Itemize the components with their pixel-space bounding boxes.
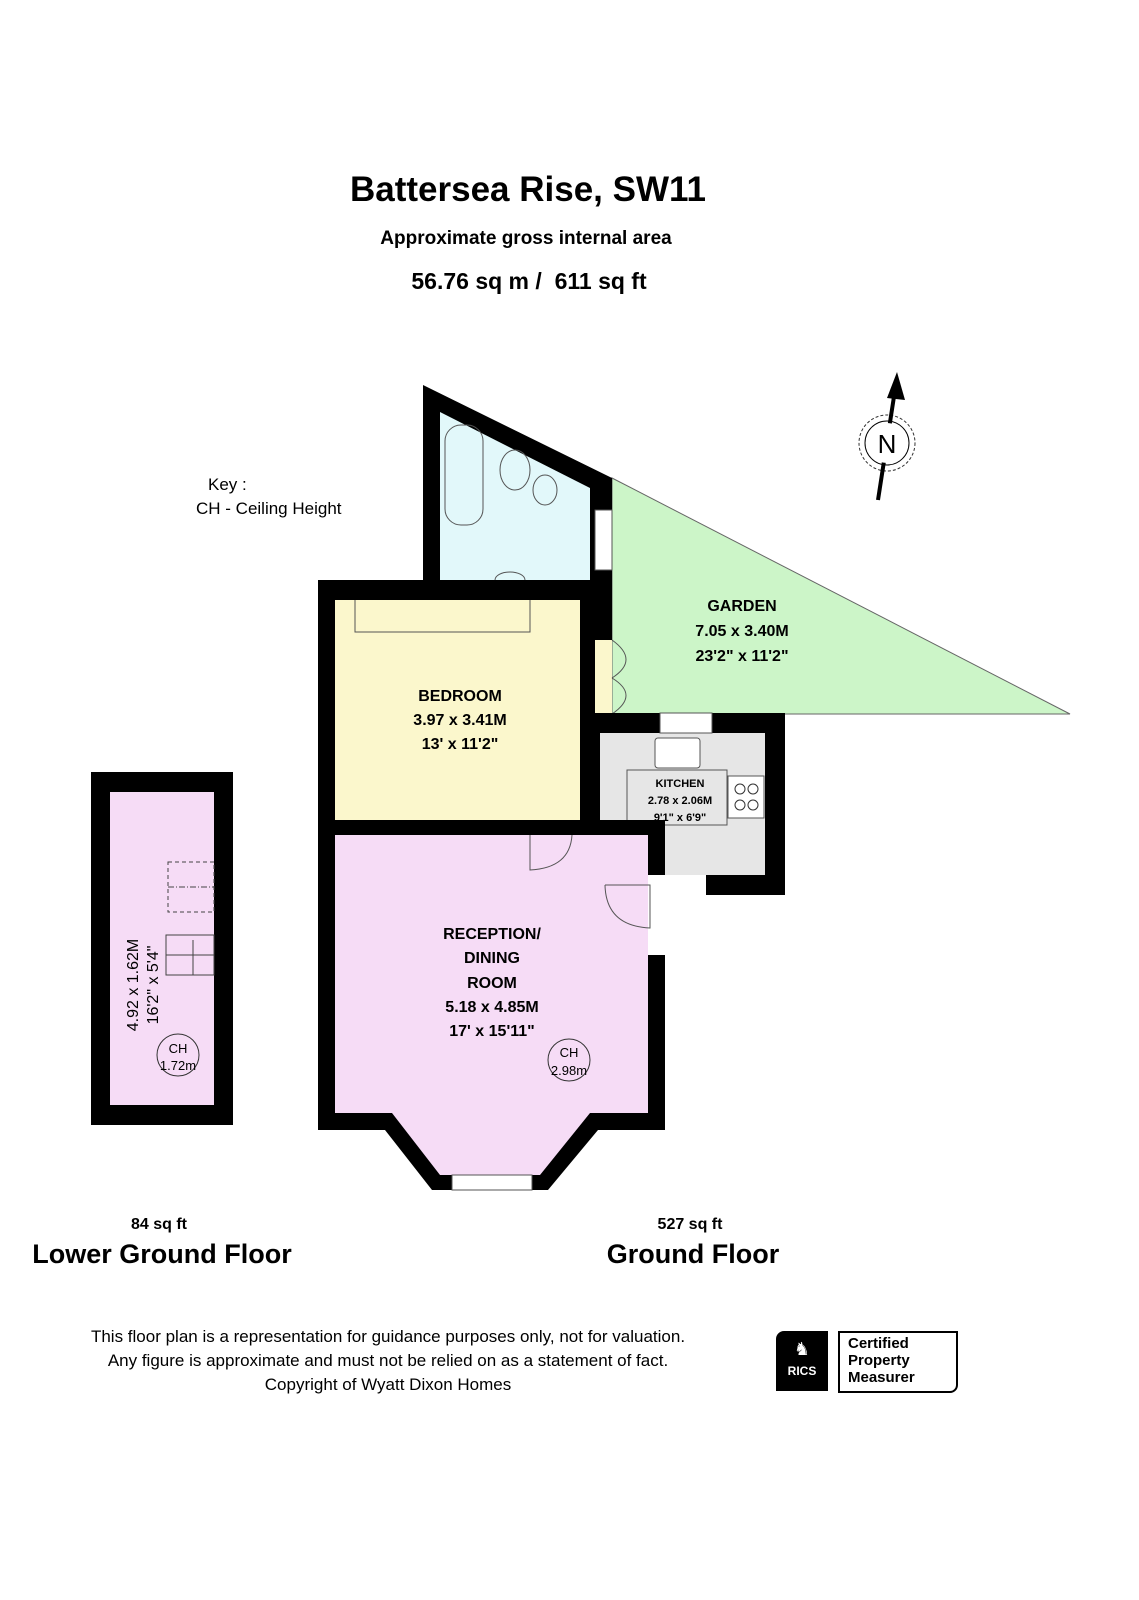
svg-text:2.78 x 2.06M: 2.78 x 2.06M (648, 795, 712, 807)
disclaimer-line: Any figure is approximate and must not b… (107, 1351, 669, 1370)
bedroom (335, 600, 580, 820)
key-entry: CH - Ceiling Height (196, 499, 342, 518)
lower-floor-name: Lower Ground Floor (32, 1239, 292, 1269)
page-title: Battersea Rise, SW11 (349, 170, 707, 209)
svg-text:CH: CH (560, 1045, 579, 1060)
svg-text:GARDEN: GARDEN (707, 598, 776, 615)
svg-text:ROOM: ROOM (467, 975, 517, 992)
room-labels: GARDEN 7.05 x 3.40M 23'2" x 11'2" BEDROO… (413, 598, 788, 1040)
subtitle: Approximate gross internal area (380, 228, 672, 249)
bath (444, 424, 484, 526)
svg-text:16'2" x 5'4": 16'2" x 5'4" (145, 946, 162, 1025)
entrance (648, 875, 706, 955)
svg-text:3.97 x 3.41M: 3.97 x 3.41M (413, 712, 506, 729)
svg-text:17' x 15'11": 17' x 15'11" (449, 1023, 535, 1040)
ground-floor-area: 527 sq ft (657, 1216, 723, 1233)
lower-floor-room (110, 792, 214, 1105)
svg-text:CH: CH (169, 1041, 188, 1056)
svg-text:23'2" x 11'2": 23'2" x 11'2" (695, 648, 788, 665)
compass-icon: N (858, 372, 916, 501)
hob (727, 775, 765, 819)
total-area: 56.76 sq m / 611 sq ft (411, 268, 647, 294)
svg-text:N: N (878, 429, 897, 459)
ceiling-height-marker (547, 1038, 591, 1082)
svg-text:13' x 11'2": 13' x 11'2" (422, 736, 499, 753)
toilet (499, 449, 531, 491)
svg-text:RECEPTION/: RECEPTION/ (443, 926, 541, 943)
lion-icon: ♞ (793, 1339, 811, 1359)
ceiling-height-marker (156, 1033, 200, 1077)
ground-floor-name: Ground Floor (606, 1239, 780, 1269)
svg-text:2.98m: 2.98m (551, 1063, 587, 1078)
disclaimer-line: This floor plan is a representation for … (90, 1327, 686, 1346)
svg-text:DINING: DINING (464, 950, 520, 967)
svg-text:BEDROOM: BEDROOM (418, 688, 502, 705)
garden-area (611, 477, 1071, 715)
kitchen-sink (654, 737, 701, 769)
svg-text:7.05 x 3.40M: 7.05 x 3.40M (695, 623, 788, 640)
reception (335, 835, 648, 1175)
svg-text:1.72m: 1.72m (160, 1058, 196, 1073)
key-title: Key : (208, 475, 247, 494)
lower-dimensions: 4.92 x 1.62M 16'2" x 5'4" (125, 939, 162, 1032)
rics-logo: ♞ RICS (776, 1331, 828, 1391)
lower-floor-area: 84 sq ft (130, 1216, 188, 1233)
svg-text:4.92 x 1.62M: 4.92 x 1.62M (125, 939, 142, 1032)
copyright: Copyright of Wyatt Dixon Homes (264, 1375, 512, 1394)
svg-text:KITCHEN: KITCHEN (656, 778, 705, 790)
bathroom (440, 412, 590, 600)
svg-text:5.18 x 4.85M: 5.18 x 4.85M (445, 999, 538, 1016)
stairs (165, 861, 215, 976)
svg-text:9'1" x 6'9": 9'1" x 6'9" (654, 812, 706, 824)
